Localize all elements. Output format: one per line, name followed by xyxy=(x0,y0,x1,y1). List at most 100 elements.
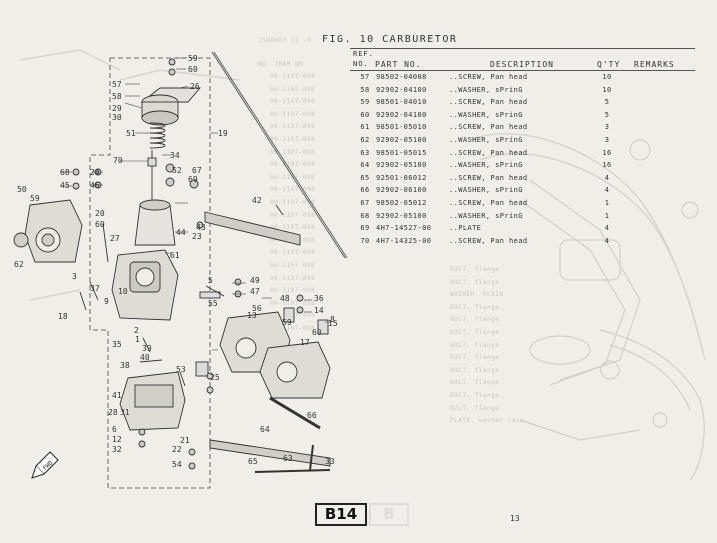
ref-cell: 68 xyxy=(360,211,370,220)
bleed-left-text: 00-1107-098 xyxy=(270,161,316,169)
callout-number: 61 xyxy=(170,251,180,260)
header-top-rule xyxy=(350,48,695,49)
callout-number: 42 xyxy=(252,196,262,205)
page-number: 13 xyxy=(510,514,520,523)
callout-number: 1 xyxy=(135,335,140,344)
description-cell: ..WASHER, sPrinG xyxy=(449,136,523,144)
callout-number: 10 xyxy=(118,287,128,296)
description-cell: ..SCREW, Pan head xyxy=(449,98,528,107)
fwd-arrow-icon: FWD xyxy=(31,451,59,479)
callout-number: 38 xyxy=(120,361,130,370)
callout-number: 5 xyxy=(208,276,213,285)
callout-number: 46 xyxy=(90,181,100,190)
qty-cell: 1 xyxy=(604,199,610,207)
callout-number: 28 xyxy=(108,408,118,417)
callout-number: 9 xyxy=(104,297,109,306)
callout-number: 47 xyxy=(250,287,260,296)
callout-number: 20 xyxy=(95,209,105,218)
remarks-header: REMARKS xyxy=(634,60,675,69)
description-cell: ..WASHER, sPrinG xyxy=(449,161,523,170)
callout-number: 51 xyxy=(126,129,136,138)
table-row: 63 98501-05015 ..SCREW, Pan head 16 xyxy=(352,149,692,161)
part-no-cell: 92501-06012 xyxy=(376,173,427,182)
bleed-left-text: 00-1107-098 xyxy=(270,287,316,295)
description-header: DESCRIPTION xyxy=(490,60,554,69)
callout-number: 44 xyxy=(176,228,186,237)
callout-number: 27 xyxy=(110,234,120,243)
section-page-label: B14 xyxy=(315,503,367,526)
qty-header: Q'TY xyxy=(597,60,621,69)
qty-cell: 10 xyxy=(602,73,612,81)
bleed-right-text: BOLT, flange xyxy=(450,341,500,349)
callout-number: 52 xyxy=(172,166,182,175)
ref-cell: 67 xyxy=(360,199,370,207)
ref-cell: 58 xyxy=(360,85,370,94)
callout-number: 30 xyxy=(112,113,122,122)
callout-number: 23 xyxy=(192,232,202,241)
ghost-page-label: B xyxy=(369,503,409,526)
bleed-left-text: 00-1107-098 xyxy=(270,199,316,206)
qty-cell: 16 xyxy=(602,148,612,157)
qty-cell: 5 xyxy=(604,110,610,119)
callout-number: 60 xyxy=(188,65,198,74)
qty-cell: 4 xyxy=(604,173,610,182)
callout-number: 21 xyxy=(180,436,190,445)
bleed-right-text: BOLT, flange xyxy=(450,366,500,374)
bleed-right-text: BOLT, flange xyxy=(450,392,500,399)
callout-number: 60 xyxy=(312,328,322,337)
ref-cell: 57 xyxy=(360,73,370,81)
callout-number: 2 xyxy=(134,326,139,335)
description-cell: ..SCREW, Pan head xyxy=(449,123,528,132)
bleed-right-text: BOLT, flange xyxy=(450,316,500,324)
ref-cell: 70 xyxy=(360,236,370,245)
callout-number: 19 xyxy=(218,129,228,138)
bleed-left-text: 00-1107-098 xyxy=(270,73,316,80)
part-no-cell: 98501-05015 xyxy=(376,148,427,157)
part-no-cell: 4H7-14325-00 xyxy=(376,236,432,245)
ref-cell: 63 xyxy=(360,148,370,157)
description-cell: ..SCREW, Pan head xyxy=(449,148,528,157)
ref-cell: 60 xyxy=(360,110,370,119)
callout-number: 49 xyxy=(250,276,260,285)
bleed-left-text: 00-1107-098 xyxy=(270,174,315,181)
callout-number: 31 xyxy=(120,408,130,417)
bleed-right-text: BOLT, flange xyxy=(450,278,500,286)
ref-cell: 61 xyxy=(360,123,370,132)
callout-number: 15 xyxy=(328,319,338,328)
callout-number: 24 xyxy=(90,168,100,177)
bleed-part-header: NO. TRAM ON xyxy=(258,61,304,68)
bleed-left-text: 00-1107-098 xyxy=(270,136,316,143)
part-no-header: PART NO. xyxy=(375,60,422,69)
description-cell: ..SCREW, Pan head xyxy=(449,173,528,182)
callout-number: 60 xyxy=(95,220,105,229)
bleed-left-text: 00-1107-098 xyxy=(270,123,316,131)
part-no-cell: 92902-04100 xyxy=(376,110,427,119)
bleed-left-text: 00-1107-098 xyxy=(270,262,316,269)
callout-number: 25 xyxy=(210,373,220,382)
description-cell: ..SCREW, Pan head xyxy=(449,199,528,207)
part-no-cell: 98502-04008 xyxy=(376,73,427,81)
callout-number: 13 xyxy=(247,311,257,320)
bleed-left-text: 00-1107-098 xyxy=(270,325,316,332)
bleed-through-drawing xyxy=(19,49,706,481)
bleed-left-text: 00-1102-098 xyxy=(270,85,316,93)
ref-cell: 64 xyxy=(360,161,370,170)
callout-number: 17 xyxy=(300,338,310,347)
callout-number: 67 xyxy=(192,166,202,175)
callout-number: 55 xyxy=(208,299,218,308)
callout-number: 56 xyxy=(252,304,262,313)
callout-number: 40 xyxy=(140,353,150,362)
callout-number: 33 xyxy=(325,457,335,466)
callout-number: 63 xyxy=(283,454,293,463)
part-no-cell: 92902-04100 xyxy=(376,85,427,94)
bleed-header: 1SUAHX3 11 -0 xyxy=(258,37,312,44)
bleed-right-text: BOLT, flange xyxy=(450,266,500,273)
description-cell: ..PLATE xyxy=(449,224,482,233)
ref-cell: 66 xyxy=(360,186,370,195)
callout-number: 50 xyxy=(17,185,27,194)
